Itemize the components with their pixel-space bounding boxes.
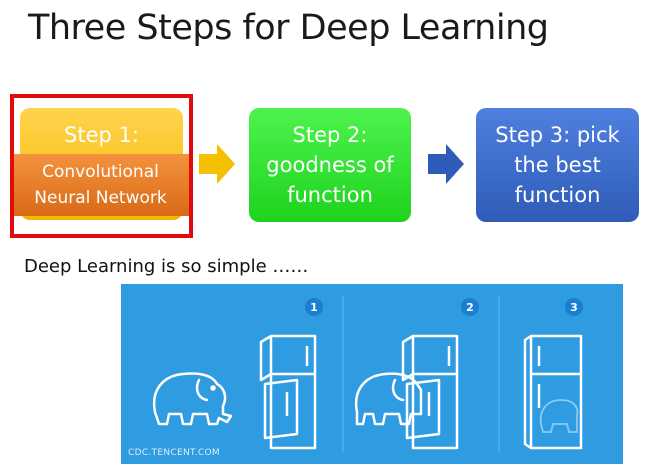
image-credit: CDC.TENCENT.COM xyxy=(128,448,220,458)
arrow-right-icon xyxy=(199,144,235,184)
slide-title: Three Steps for Deep Learning xyxy=(28,8,549,48)
subtitle-text: Deep Learning is so simple …… xyxy=(24,256,309,277)
step-2-box: Step 2: goodness of function xyxy=(249,108,411,222)
step-1-label: Step 1: xyxy=(64,123,139,147)
fridge-icon xyxy=(401,334,459,450)
elephant-icon xyxy=(354,372,423,426)
step-2-label: Step 2: goodness of function xyxy=(266,123,394,207)
elephant-fridge-illustration: 1 2 3 CDC.TENCENT.COM xyxy=(121,284,623,464)
fridge-icon xyxy=(259,334,317,450)
arrow-right-icon xyxy=(428,144,464,184)
step-1-overlay: Convolutional Neural Network xyxy=(10,154,191,216)
illustration-drawing xyxy=(152,296,583,452)
step-3-box: Step 3: pick the best function xyxy=(476,108,639,222)
step-1-highlight-frame xyxy=(10,94,193,238)
step-badge-1: 1 xyxy=(305,298,323,316)
step-badge-3: 3 xyxy=(565,298,583,316)
step-1-overlay-text: Convolutional Neural Network xyxy=(34,162,167,208)
step-3-label: Step 3: pick the best function xyxy=(495,123,620,207)
fridge-icon xyxy=(523,334,583,450)
step-badge-2: 2 xyxy=(461,298,479,316)
elephant-silhouette-icon xyxy=(539,399,579,433)
elephant-icon xyxy=(152,372,233,426)
